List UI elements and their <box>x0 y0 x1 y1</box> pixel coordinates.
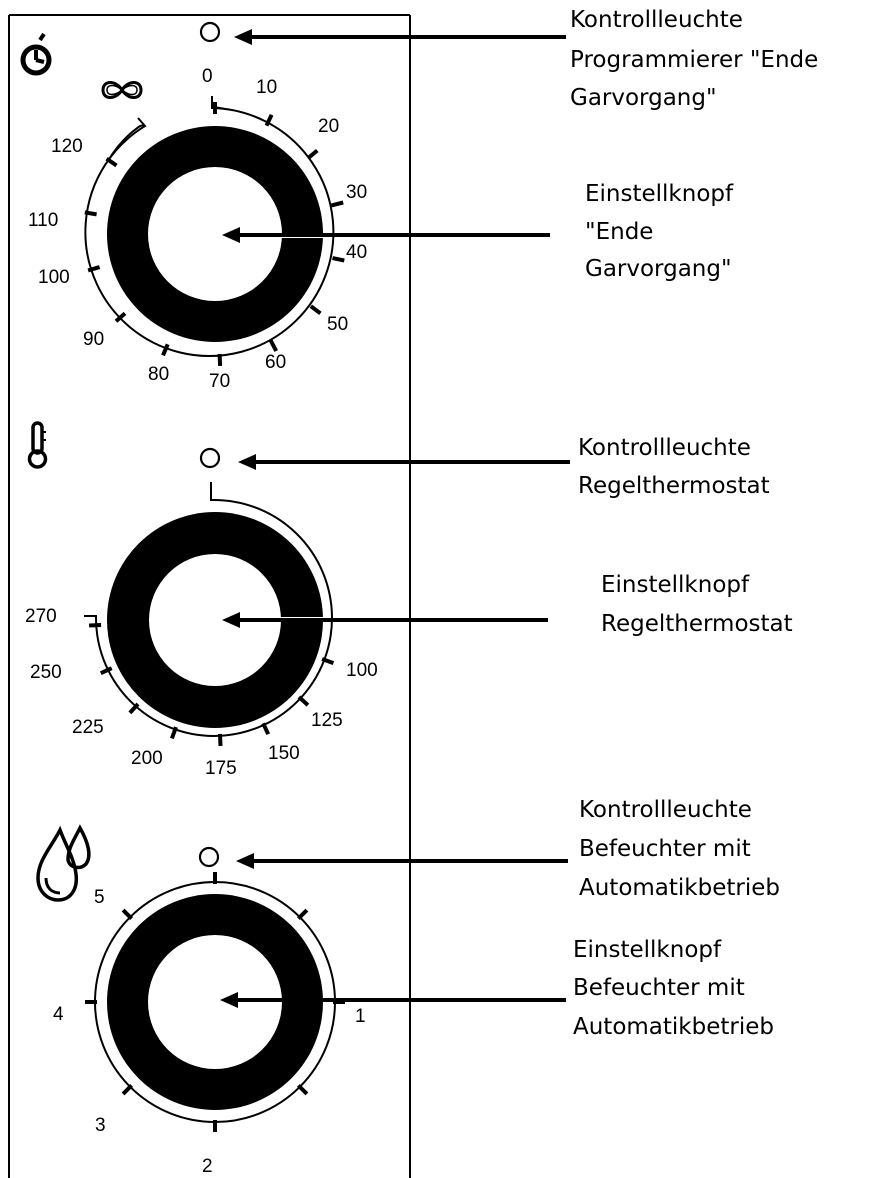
callout-line: Programmierer "Ende <box>570 47 818 73</box>
scale-tick <box>321 657 335 665</box>
scale-tick <box>161 343 170 357</box>
knob-dial-regelthermostat[interactable] <box>84 482 335 746</box>
callout-lamp-befeuchter: Kontrollleuchte Befeuchter mit Automatik… <box>579 797 780 901</box>
callout-lamp-regelthermostat: Kontrollleuchte Regelthermostat <box>578 435 770 499</box>
scale-tick <box>87 265 101 273</box>
scale-tick <box>332 256 345 263</box>
scale-tick <box>268 339 278 352</box>
scale-label: 100 <box>346 660 378 681</box>
scale-label: 125 <box>311 710 343 731</box>
scale-tick <box>217 353 223 366</box>
scale-label: 2 <box>202 1156 213 1177</box>
callout-line: Automatikbetrieb <box>579 875 780 901</box>
arrowhead <box>236 853 254 869</box>
callout-line: Einstellknopf <box>573 937 722 963</box>
scale-label: 30 <box>346 182 367 203</box>
scale-tick <box>296 908 309 921</box>
scale-label: 120 <box>51 136 83 157</box>
scale-tick <box>296 1083 309 1096</box>
scale-label: 5 <box>94 887 105 908</box>
scale-label: 225 <box>72 717 104 738</box>
scale-tick <box>89 623 102 628</box>
callout-line: Kontrollleuchte <box>579 797 752 823</box>
callout-line: Einstellknopf <box>585 181 734 207</box>
callout-line: "Ende <box>585 219 653 245</box>
scale-label: 270 <box>25 606 57 627</box>
knob-center-regelthermostat <box>149 554 281 686</box>
scale-label: 0 <box>202 66 213 87</box>
arrowhead <box>222 612 240 628</box>
callout-line: Kontrollleuchte <box>570 7 743 33</box>
callout-knob-befeuchter: Einstellknopf Befeuchter mit Automatikbe… <box>573 937 774 1040</box>
arrowhead <box>220 992 238 1008</box>
scale-label: 4 <box>53 1004 64 1025</box>
scale-label: 100 <box>38 267 70 288</box>
timer-icon <box>20 32 52 76</box>
thermometer-icon <box>27 421 48 469</box>
scale-tick <box>128 702 140 715</box>
callout-line: Regelthermostat <box>601 611 793 637</box>
arrowhead <box>222 227 240 243</box>
scale-tick <box>99 666 113 676</box>
scale-tick <box>306 149 319 160</box>
indicator-lamp-regelthermostat <box>199 447 221 469</box>
scale-label: 60 <box>265 352 286 373</box>
callout-line: Garvorgang" <box>585 256 732 282</box>
callout-line: Befeuchter mit <box>579 836 751 862</box>
scale-label: 40 <box>346 242 367 263</box>
indicator-lamp-ende-garvorgang <box>199 21 221 43</box>
knob-center-ende-garvorgang <box>148 167 282 301</box>
scale-tick <box>264 113 274 127</box>
knob-dial-ende-garvorgang[interactable] <box>84 96 345 366</box>
scale-label: 200 <box>131 748 163 769</box>
scale-tick <box>121 1083 134 1096</box>
scale-label: 175 <box>205 758 237 779</box>
scale-label: 90 <box>83 329 104 350</box>
scale-tick <box>331 200 344 208</box>
scale-tick <box>84 210 97 217</box>
scale-tick <box>121 908 134 921</box>
scale-label: 80 <box>148 364 169 385</box>
callout-line: Einstellknopf <box>601 572 750 598</box>
scale-ticks-befeuchter <box>85 872 345 1132</box>
arrowhead <box>238 454 256 470</box>
scale-label: 150 <box>268 743 300 764</box>
scale-label: 10 <box>256 77 277 98</box>
scale-label: 3 <box>95 1115 106 1136</box>
knob-dial-befeuchter[interactable] <box>85 872 345 1132</box>
scale-label: 70 <box>209 371 230 392</box>
callout-line: Kontrollleuchte <box>578 435 751 461</box>
scale-tick <box>309 304 322 315</box>
scale-label: 110 <box>28 210 58 231</box>
callout-knob-ende-garvorgang: Einstellknopf "Ende Garvorgang" <box>585 181 740 282</box>
scale-ticks-regelthermostat <box>89 623 335 746</box>
scale-label: 20 <box>318 116 339 137</box>
scale-ticks-ende-garvorgang <box>84 102 345 366</box>
scale-tick <box>114 311 127 323</box>
callout-line: Regelthermostat <box>578 473 770 499</box>
callout-line: Garvorgang" <box>570 85 717 111</box>
scale-label: 50 <box>327 314 348 335</box>
callout-lamp-ende-garvorgang: Kontrollleuchte Programmierer "Ende Garv… <box>570 7 826 111</box>
scale-tick <box>170 726 178 740</box>
callout-line: Befeuchter mit <box>573 975 745 1001</box>
indicator-lamp-befeuchter <box>198 846 220 868</box>
callout-knob-regelthermostat: Einstellknopf Regelthermostat <box>601 572 793 637</box>
scale-label: 250 <box>30 662 62 683</box>
scale-tick <box>261 722 271 736</box>
knob-center-befeuchter <box>148 935 282 1069</box>
scale-tick <box>218 733 223 746</box>
scale-tick <box>105 157 118 168</box>
infinity-icon <box>101 81 143 99</box>
scale-label: 1 <box>355 1006 366 1027</box>
scale-tick <box>297 695 310 707</box>
callout-line: Automatikbetrieb <box>573 1014 774 1040</box>
arrowhead <box>234 29 252 45</box>
water-drops-icon <box>36 824 91 902</box>
